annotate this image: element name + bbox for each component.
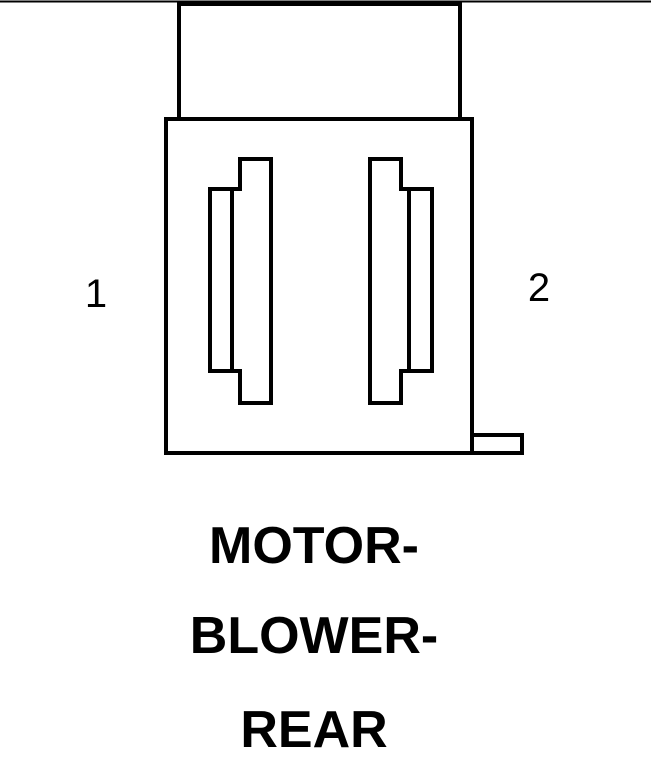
caption-line-1: MOTOR-	[209, 517, 419, 575]
pin-2-label: 2	[528, 266, 550, 310]
pin-1-label: 1	[85, 272, 107, 316]
terminal-cavity-1	[208, 157, 273, 405]
caption-line-3: REAR	[240, 701, 387, 759]
connector-latch	[177, 2, 462, 122]
caption-line-2: BLOWER-	[190, 607, 438, 665]
connector-key-tab	[470, 433, 524, 455]
terminal-cavity-2	[368, 157, 434, 405]
